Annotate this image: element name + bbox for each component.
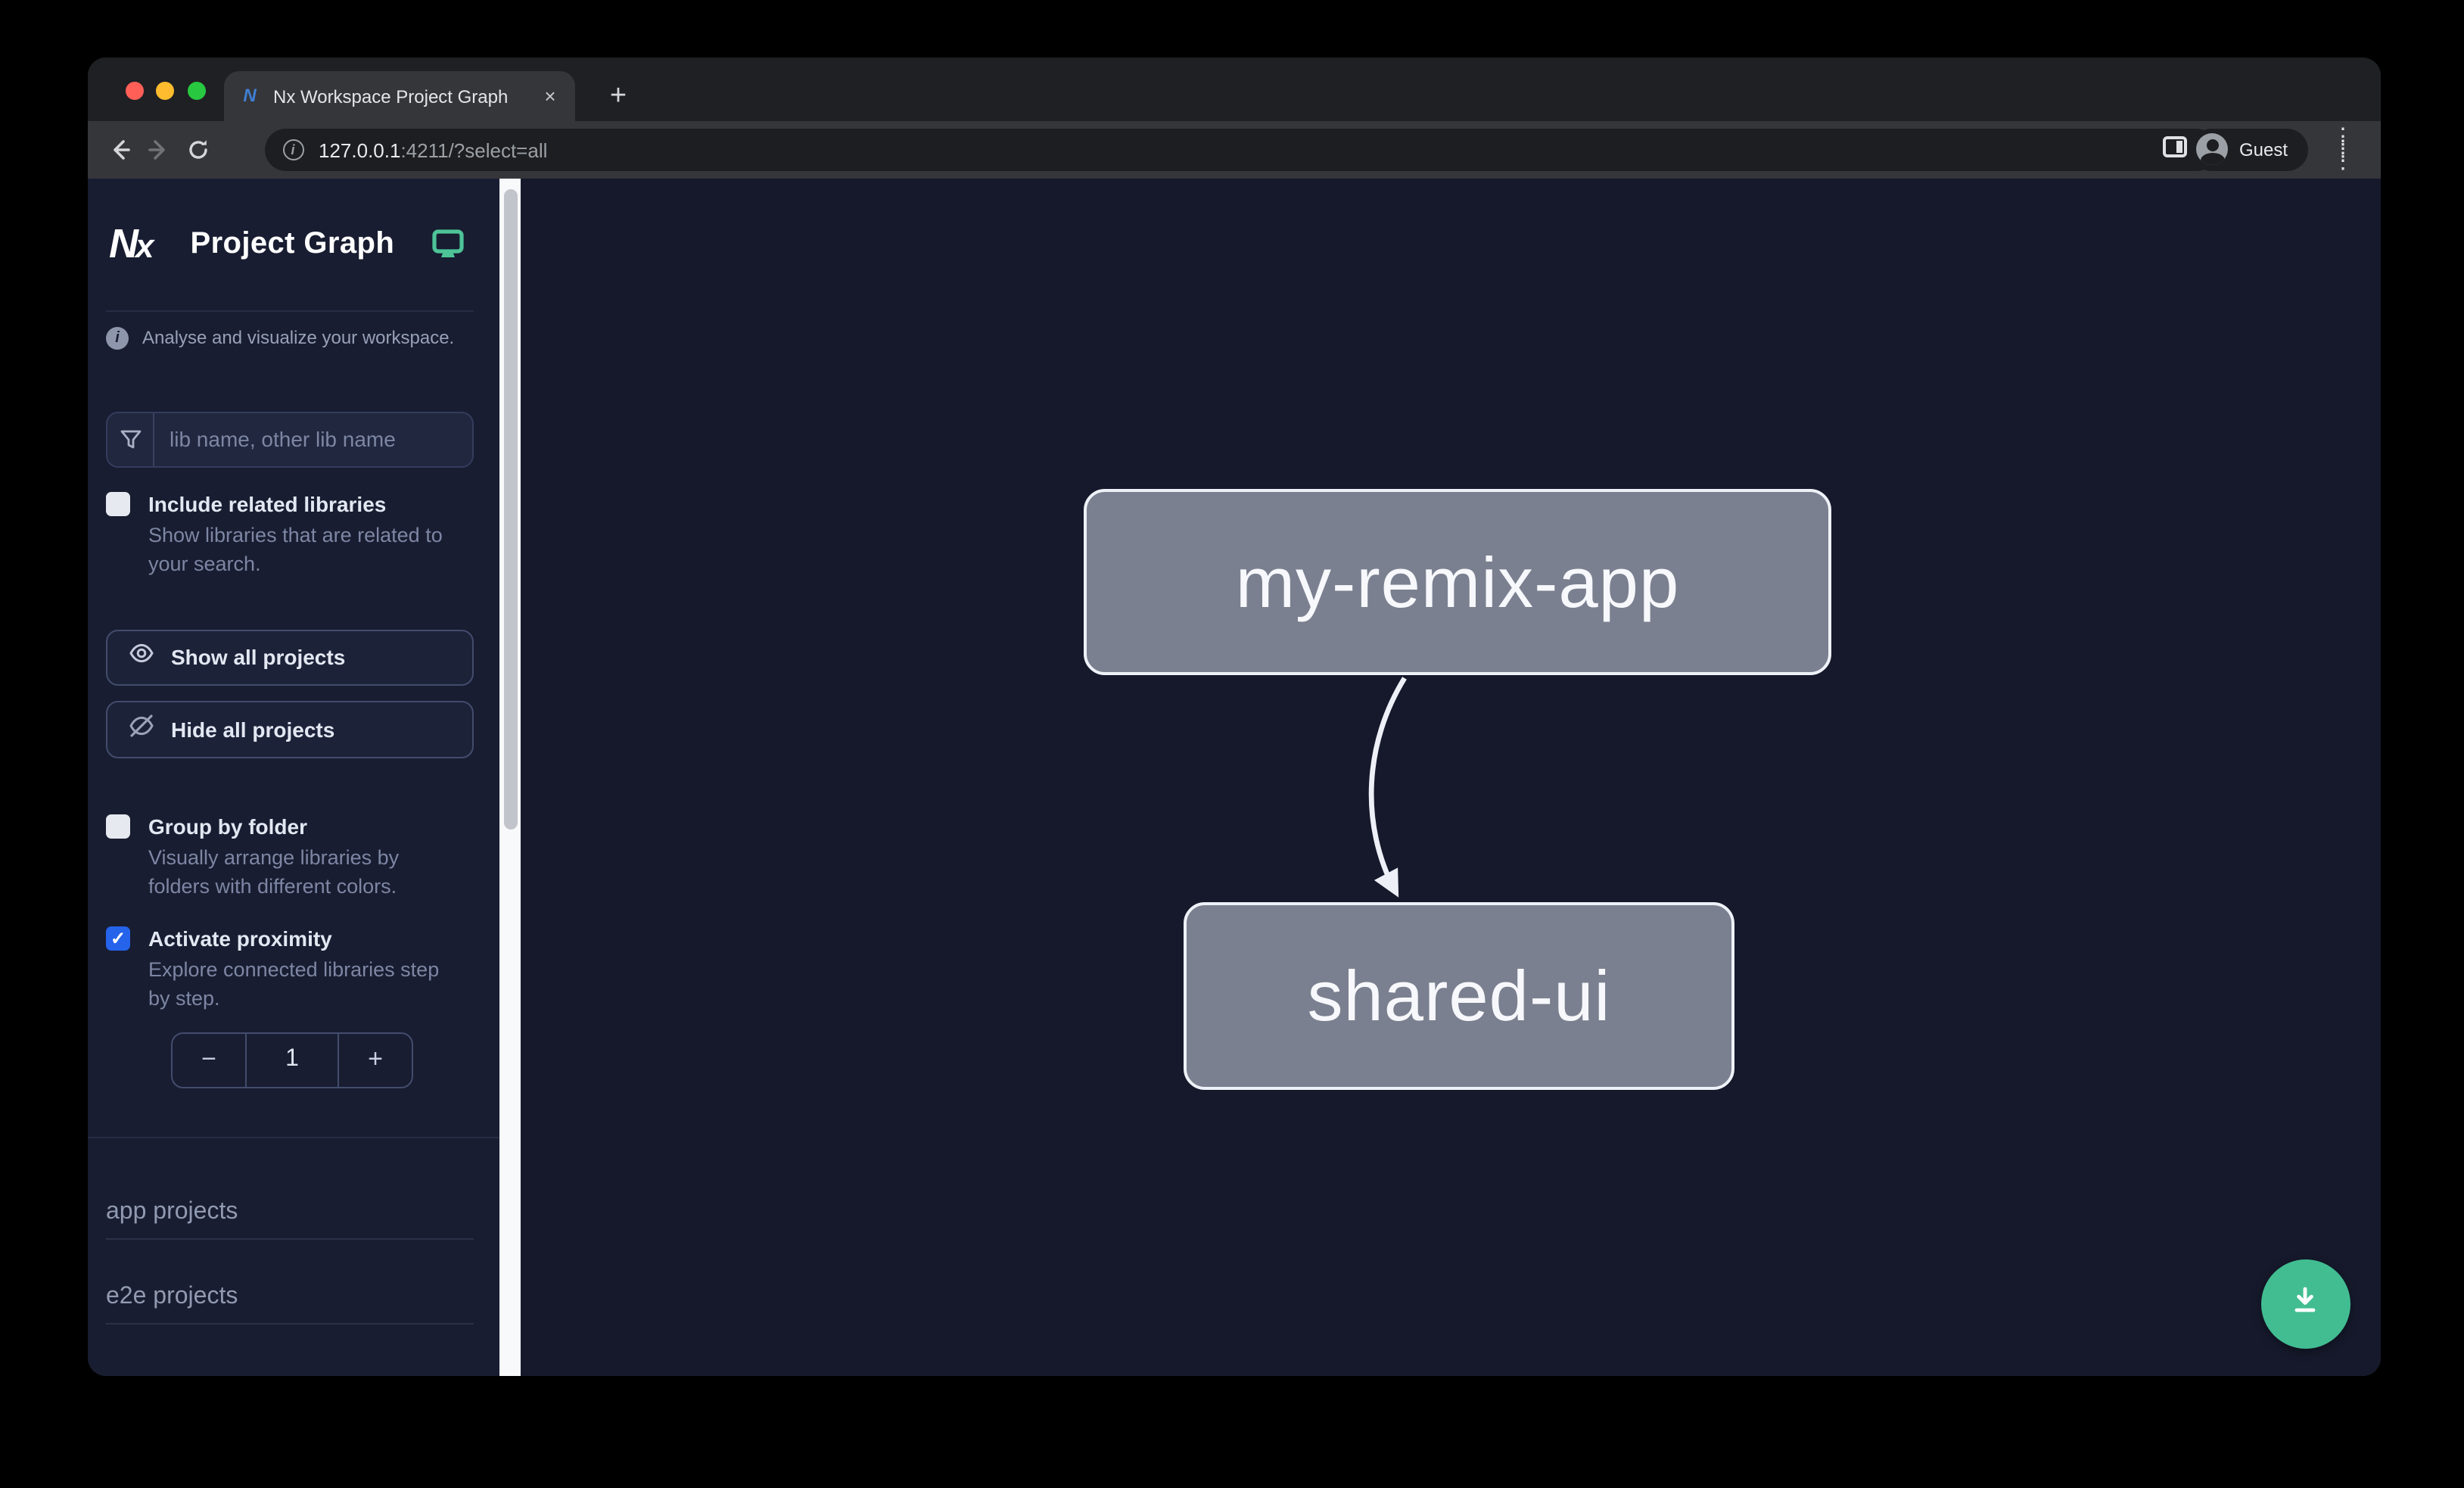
scrollbar-thumb[interactable]: [503, 189, 517, 830]
window-controls: [125, 81, 205, 99]
url-text: 127.0.0.1:4211/?select=all: [319, 139, 548, 161]
fullscreen-window-button[interactable]: [187, 81, 205, 99]
info-icon: i: [106, 326, 129, 349]
graph-node-shared-ui[interactable]: shared-ui: [1184, 901, 1734, 1089]
profile-label: Guest: [2238, 139, 2288, 160]
avatar-icon: [2196, 133, 2229, 165]
graph-canvas[interactable]: my-remix-app shared-ui: [521, 178, 2380, 1375]
tab-close-icon[interactable]: ×: [544, 84, 556, 107]
nx-logo: Nx: [109, 220, 154, 266]
activate-proximity-checkbox[interactable]: [106, 926, 130, 950]
forward-icon[interactable]: [138, 130, 178, 170]
tab-strip: N Nx Workspace Project Graph × +: [87, 57, 2380, 121]
sidebar: Nx Project Graph i Analyse and visualize…: [87, 178, 499, 1375]
option-include-related[interactable]: Include related libraries Show libraries…: [106, 488, 473, 579]
download-graph-button[interactable]: [2260, 1259, 2350, 1348]
minimize-window-button[interactable]: [156, 81, 174, 99]
project-sections: app projects e2e projects: [87, 1136, 499, 1324]
page-content: Nx Project Graph i Analyse and visualize…: [87, 178, 2380, 1375]
eye-icon: [129, 641, 154, 674]
new-tab-button[interactable]: +: [609, 80, 627, 112]
download-icon: [2288, 1283, 2322, 1324]
nx-favicon-icon: N: [243, 85, 257, 106]
reload-icon[interactable]: [178, 130, 217, 170]
tagline-row: i Analyse and visualize your workspace.: [106, 326, 473, 349]
tagline-text: Analyse and visualize your workspace.: [142, 327, 455, 348]
option-description: Visually arrange libraries by folders wi…: [148, 845, 400, 898]
tab-title: Nx Workspace Project Graph: [273, 86, 509, 107]
hide-all-projects-button[interactable]: Hide all projects: [106, 701, 473, 758]
search-box: [106, 411, 473, 467]
graph-node-my-remix-app[interactable]: my-remix-app: [1084, 488, 1831, 674]
site-info-icon[interactable]: i: [282, 139, 303, 160]
browser-menu-icon[interactable]: ⋮⋮⋮: [2332, 124, 2354, 174]
stepper-increment-button[interactable]: +: [368, 1044, 383, 1073]
stepper-value: 1: [245, 1033, 339, 1086]
dependency-edge: [1368, 676, 1407, 897]
option-label: Activate proximity: [148, 926, 332, 950]
hide-all-projects-label: Hide all projects: [171, 717, 335, 742]
section-app-projects[interactable]: app projects: [106, 1198, 473, 1239]
close-window-button[interactable]: [125, 81, 143, 99]
monitor-icon[interactable]: [431, 228, 464, 267]
option-label: Include related libraries: [148, 491, 387, 515]
option-group-by-folder[interactable]: Group by folder Visually arrange librari…: [106, 811, 473, 901]
sidebar-header: Nx Project Graph: [106, 178, 473, 311]
show-all-projects-label: Show all projects: [171, 645, 346, 670]
option-activate-proximity[interactable]: Activate proximity Explore connected lib…: [106, 923, 473, 1013]
address-bar[interactable]: i 127.0.0.1:4211/?select=all: [264, 129, 2217, 171]
tab-nx-workspace-project-graph[interactable]: N Nx Workspace Project Graph ×: [223, 71, 574, 121]
option-label: Group by folder: [148, 814, 307, 838]
page-title: Project Graph: [190, 226, 395, 260]
sidebar-scrollbar[interactable]: [499, 178, 521, 1375]
eye-slash-icon: [129, 713, 154, 746]
profile-button[interactable]: Guest: [2190, 128, 2307, 170]
side-panel-icon[interactable]: [2162, 136, 2186, 157]
stepper-decrement-button[interactable]: −: [201, 1044, 216, 1073]
back-icon[interactable]: [99, 130, 138, 170]
option-description: Explore connected libraries step by step…: [148, 957, 440, 1010]
option-description: Show libraries that are related to your …: [148, 523, 443, 575]
section-e2e-projects[interactable]: e2e projects: [106, 1283, 473, 1324]
filter-icon: [107, 412, 154, 465]
search-input[interactable]: [154, 412, 471, 465]
browser-window: N Nx Workspace Project Graph × + i 127.0…: [87, 57, 2380, 1375]
show-all-projects-button[interactable]: Show all projects: [106, 629, 473, 686]
group-by-folder-checkbox[interactable]: [106, 814, 130, 838]
proximity-stepper: − 1 +: [171, 1032, 413, 1088]
browser-toolbar: i 127.0.0.1:4211/?select=all Guest ⋮⋮⋮: [87, 121, 2380, 178]
include-related-checkbox[interactable]: [106, 491, 130, 515]
